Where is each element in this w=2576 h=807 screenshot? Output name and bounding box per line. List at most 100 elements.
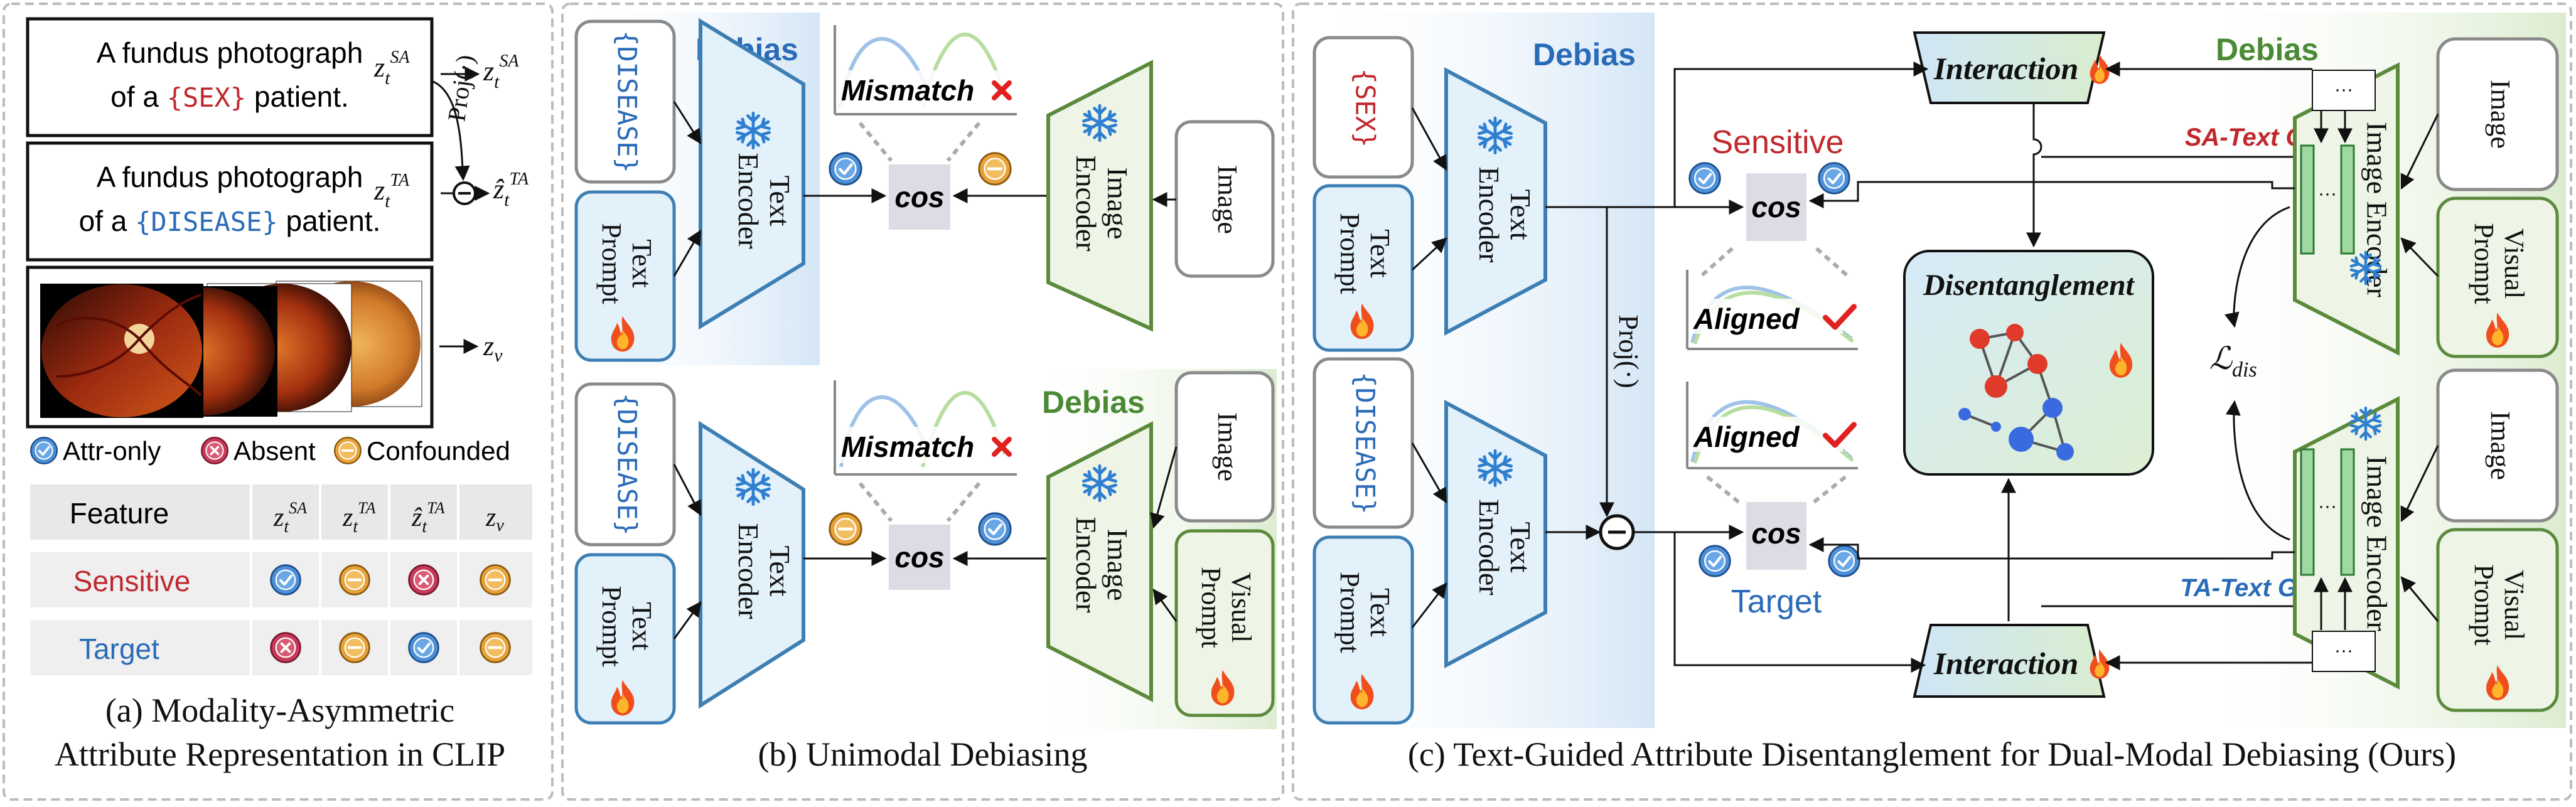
mismatch-label-b-top: Mismatch xyxy=(841,74,974,107)
z-t-sa-out: ztSA xyxy=(483,51,519,92)
check-icon xyxy=(409,633,439,663)
text-encoder-label-c-ta: TextEncoder xyxy=(1473,499,1537,595)
debias-label-b-bottom: Debias xyxy=(1042,385,1145,420)
minus-icon xyxy=(340,565,370,595)
panel-a-frame xyxy=(3,3,554,801)
aligned-label-sa: Aligned xyxy=(1693,302,1800,335)
minus-icon xyxy=(481,565,510,595)
ta-prompt-box xyxy=(26,141,434,262)
minus-icon xyxy=(979,153,1011,184)
legend-confounded: Confounded xyxy=(367,436,510,466)
token-dots-top-box: ··· xyxy=(2334,79,2353,100)
token-dots-bottom: ··· xyxy=(2318,496,2337,516)
interaction-label-top: Interaction xyxy=(1933,51,2079,86)
aligned-label-ta: Aligned xyxy=(1693,420,1800,453)
check-icon xyxy=(1700,546,1731,577)
ta-prompt-line1: A fundus photograph xyxy=(97,161,363,193)
text-encoder-label-b-top: TextEncoder xyxy=(733,152,796,249)
cos-label-b-top: cos xyxy=(894,181,944,213)
legend-attr-only: Attr-only xyxy=(63,436,161,466)
cos-label-c-ta: cos xyxy=(1751,517,1801,550)
disentanglement-label: Disentanglement xyxy=(1923,269,2135,302)
visual-prompt-box-c-top xyxy=(2436,196,2559,358)
minus-icon xyxy=(333,436,362,465)
panel-b-frame xyxy=(561,3,1284,801)
debias-label-c-image: Debias xyxy=(2216,32,2319,67)
image-encoder-label-b-top: ImageEncoder xyxy=(1070,155,1134,251)
attribute-table: Feature ztSA ztTA ẑtTA zv Sensitive Targ… xyxy=(30,484,532,675)
interaction-box-top xyxy=(1913,31,2106,104)
visual-prompt-c-top: VisualPrompt xyxy=(2469,223,2530,304)
cos-label-b-bottom: cos xyxy=(894,541,944,574)
mismatch-chart-top: Mismatch xyxy=(834,25,1017,115)
image-label-c-top: Image xyxy=(2485,80,2516,149)
cos-label-c-sa: cos xyxy=(1751,191,1801,223)
sa-prompt-box xyxy=(26,17,434,137)
check-icon xyxy=(1829,546,1860,577)
sensitive-label: Sensitive xyxy=(1712,124,1844,161)
check-icon xyxy=(1819,163,1850,194)
panel-b-caption: (b) Unimodal Debiasing xyxy=(758,735,1088,773)
interaction-box-bottom xyxy=(1913,624,2106,698)
image-encoder-label-b-bottom: ImageEncoder xyxy=(1070,516,1134,612)
panel-c: Debias Debias {SEX} TextPrompt TextEncod… xyxy=(1299,13,2566,773)
image-label-b-top: Image xyxy=(1212,165,1243,234)
legend-absent: Absent xyxy=(233,436,316,466)
text-encoder-b-top xyxy=(699,18,805,330)
visual-prompt-b: VisualPrompt xyxy=(1196,567,1257,648)
panel-b: Debias {DISEASE} TextPrompt TextEncoder … xyxy=(569,13,1277,773)
z-v-label: zv xyxy=(483,331,503,366)
cos-box-c-sa xyxy=(1746,173,1806,241)
minus-icon xyxy=(830,513,861,545)
panel-a-caption-line1: (a) Modality-Asymmetric xyxy=(105,692,454,729)
disease-tag-c: {DISEASE} xyxy=(1350,371,1381,515)
table-row-target-label: Target xyxy=(79,633,159,665)
sa-prompt-line2: of a {SEX} patient. xyxy=(110,80,349,113)
check-icon xyxy=(979,513,1011,545)
cos-box-b-top xyxy=(889,164,950,230)
panel-a-caption-line2: Attribute Representation in CLIP xyxy=(55,735,505,773)
image-label-c-bottom: Image xyxy=(2485,411,2516,480)
aligned-chart-sa: Aligned xyxy=(1686,270,1858,350)
cos-box-b-bottom xyxy=(889,525,950,590)
debias-label-c-text: Debias xyxy=(1533,37,1636,72)
visual-prompt-box-b xyxy=(1174,529,1275,717)
aligned-chart-ta: Aligned xyxy=(1686,382,1858,469)
target-label: Target xyxy=(1731,584,1822,620)
text-prompt-b-top: TextPrompt xyxy=(596,223,657,304)
table-row-sensitive-label: Sensitive xyxy=(73,565,191,597)
sex-tag-box xyxy=(1312,36,1414,179)
text-prompt-box-c-ta xyxy=(1312,535,1414,725)
visual-prompt-c-bottom: VisualPrompt xyxy=(2469,564,2530,646)
check-icon xyxy=(30,436,58,465)
text-encoder-label-b-bottom: TextEncoder xyxy=(733,523,796,619)
sex-tag: {SEX} xyxy=(1350,68,1381,147)
mismatch-chart-bottom: Mismatch xyxy=(834,380,1017,476)
minus-icon xyxy=(481,633,510,663)
minus-icon xyxy=(340,633,370,663)
sa-prompt-line1: A fundus photograph xyxy=(97,36,363,69)
fundus-image-stack xyxy=(40,281,422,418)
mismatch-label-b-bottom: Mismatch xyxy=(841,430,974,463)
panel-a: A fundus photograph of a {SEX} patient. … xyxy=(26,17,532,773)
token-dots-bottom-box: ··· xyxy=(2334,640,2353,661)
proj-label-a: Proj(·) xyxy=(442,53,479,123)
graph-icon xyxy=(1958,324,2074,461)
image-encoder-b-bottom xyxy=(1046,421,1153,702)
check-icon xyxy=(271,565,301,595)
text-prompt-c-sa: TextPrompt xyxy=(1334,213,1395,294)
cross-icon xyxy=(409,565,439,595)
table-header-feature: Feature xyxy=(70,497,169,530)
check-icon xyxy=(830,153,861,184)
visual-tokens-top: ··· ··· xyxy=(2300,70,2376,255)
disease-tag-b-bottom: {DISEASE} xyxy=(612,393,643,536)
image-label-b-bottom: Image xyxy=(1212,412,1243,481)
z-hat-t-ta-out: ẑtTA xyxy=(493,169,529,210)
cos-box-c-ta xyxy=(1746,502,1806,570)
check-icon xyxy=(1690,163,1720,194)
ta-prompt-line2: of a {DISEASE} patient. xyxy=(79,205,381,237)
proj-label-c: Proj(·) xyxy=(1613,314,1644,388)
cross-icon xyxy=(200,436,229,465)
panel-c-caption: (c) Text-Guided Attribute Disentanglemen… xyxy=(1408,735,2456,773)
